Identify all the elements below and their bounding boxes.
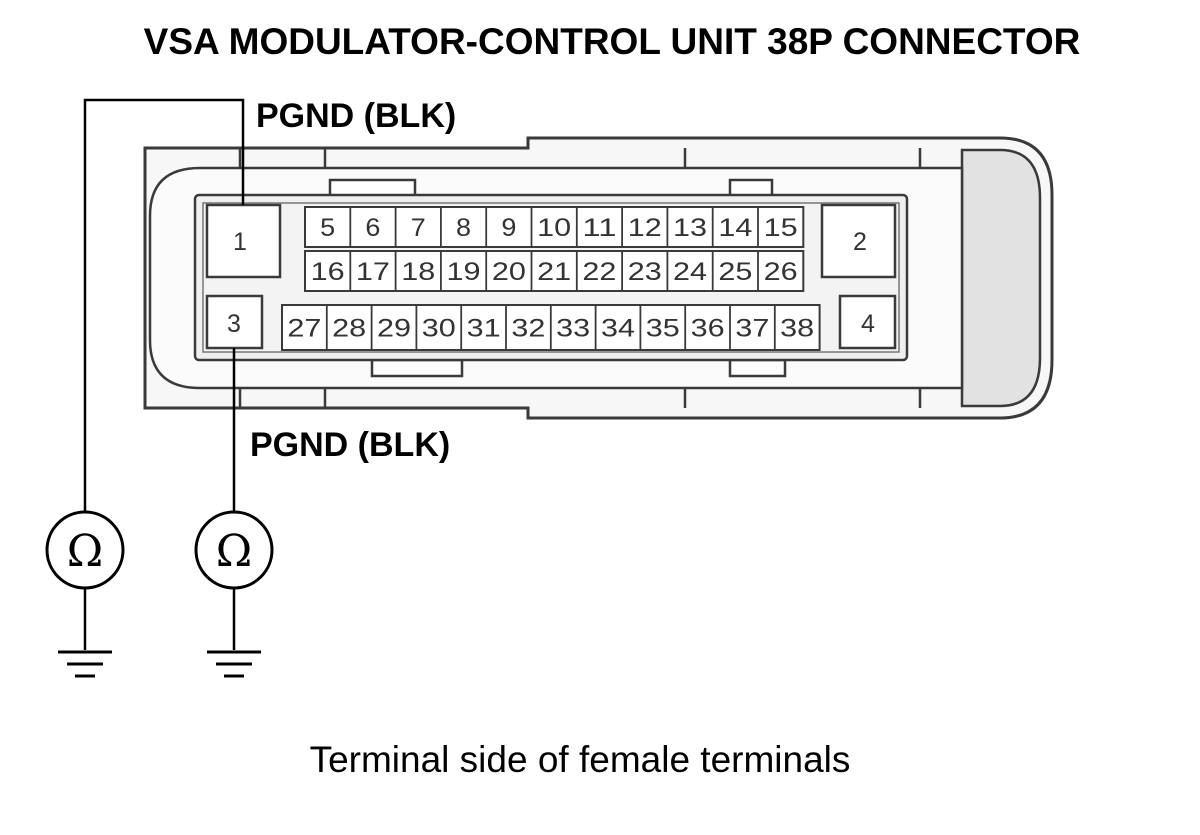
pin-21-label: 21: [537, 258, 571, 286]
pin-8-label: 8: [456, 214, 471, 242]
pin-5-label: 5: [320, 214, 335, 242]
ohmmeter-icon: Ω: [194, 510, 274, 590]
pin-16-label: 16: [311, 258, 345, 286]
diagram-title: VSA MODULATOR-CONTROL UNIT 38P CONNECTOR: [144, 21, 1081, 62]
pin-6-label: 6: [365, 214, 380, 242]
pin-13-label: 13: [673, 214, 707, 242]
pin-22-label: 22: [582, 258, 616, 286]
pin-2-cell: [820, 203, 897, 279]
pin-23-label: 23: [628, 258, 662, 286]
svg-text:Ω: Ω: [216, 526, 252, 577]
pin-34-label: 34: [601, 315, 635, 343]
pin-36-label: 36: [691, 315, 725, 343]
pin-35-label: 35: [646, 315, 680, 343]
ground-icon: [207, 650, 261, 678]
small-pin-grid: 5 6 7 8 9 10 11 12 13 14 15 16 17 18 19 20 21 22 23 24 25 26 2…: [281, 206, 821, 351]
pin-7-label: 7: [411, 214, 426, 242]
pin-27-label: 27: [287, 315, 321, 343]
probe-wire-top: [83, 98, 245, 650]
pin-12-label: 12: [628, 214, 662, 242]
pin-18-label: 18: [401, 258, 435, 286]
pin-row2-frame: [304, 250, 805, 292]
pin-17-label: 17: [356, 258, 390, 286]
pin-row1-frame: [304, 206, 805, 248]
pin-3-cell: [205, 294, 264, 350]
pin-14-label: 14: [718, 214, 752, 242]
pin-30-label: 30: [422, 315, 456, 343]
pin-10-label: 10: [537, 214, 571, 242]
pin-32-label: 32: [511, 315, 545, 343]
svg-text:Ω: Ω: [67, 526, 103, 577]
pin-15-label: 15: [764, 214, 798, 242]
pin-37-label: 37: [735, 315, 769, 343]
pin-2-label: 2: [853, 228, 867, 256]
ground-icon: [58, 650, 112, 678]
pin-1-label: 1: [233, 228, 247, 256]
pin-11-label: 11: [582, 214, 616, 242]
pin-31-label: 31: [467, 315, 501, 343]
pin-33-label: 33: [556, 315, 590, 343]
pin-3-label: 3: [227, 310, 241, 338]
pin-28-label: 28: [332, 315, 366, 343]
pin-26-label: 26: [764, 258, 798, 286]
pin-1-cell: [205, 203, 282, 279]
pin-4-label: 4: [861, 310, 875, 338]
pin-25-label: 25: [718, 258, 752, 286]
large-pins: [205, 203, 897, 350]
pin-29-label: 29: [377, 315, 411, 343]
ohmmeter-icon: Ω: [45, 510, 125, 590]
pin-20-label: 20: [492, 258, 526, 286]
diagram-caption: Terminal side of female terminals: [310, 739, 851, 780]
pin-4-cell: [838, 294, 897, 350]
pin-9-label: 9: [501, 214, 516, 242]
pin-19-label: 19: [447, 258, 481, 286]
pin-38-label: 38: [780, 315, 814, 343]
pin-24-label: 24: [673, 258, 707, 286]
probe-label-bottom: PGND (BLK): [250, 426, 450, 464]
probe-label-top: PGND (BLK): [256, 97, 456, 135]
